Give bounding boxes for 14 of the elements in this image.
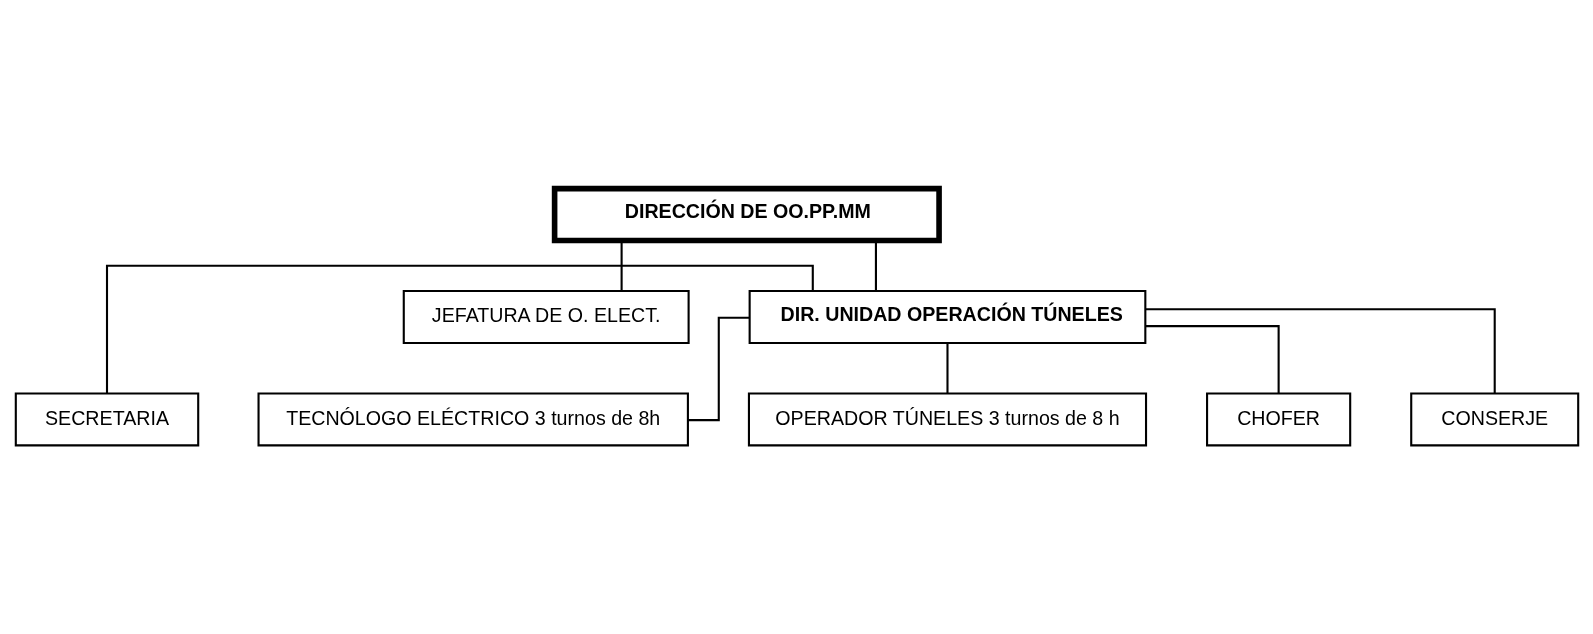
node-box: JEFATURA DE O. ELECT. xyxy=(402,290,690,344)
connector xyxy=(1144,325,1280,394)
node-box: CONSERJE xyxy=(1409,392,1579,447)
connector xyxy=(687,316,750,422)
connector xyxy=(1144,308,1496,394)
node-box: SECRETARIA xyxy=(14,392,199,447)
node-box: CHOFER xyxy=(1205,392,1351,447)
node-box: DIRECCIÓN DE OO.PP.MM xyxy=(551,185,942,244)
connector xyxy=(620,240,623,291)
node-box: OPERADOR TÚNELES 3 turnos de 8 h xyxy=(747,392,1147,447)
node-box: DIR. UNIDAD OPERACIÓN TÚNELES xyxy=(748,290,1146,344)
node-box: TECNÓLOGO ELÉCTRICO 3 turnos de 8h xyxy=(257,392,689,447)
connector xyxy=(945,343,949,394)
connector xyxy=(874,240,877,291)
